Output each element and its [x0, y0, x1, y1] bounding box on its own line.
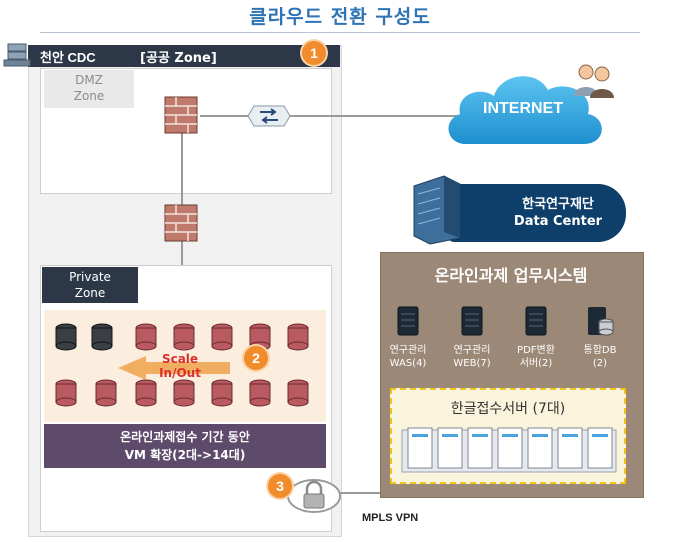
page-title: 클라우드 전환 구성도: [249, 6, 431, 28]
firewall-icon: [164, 204, 198, 242]
server-label-web: 연구관리 WEB(7): [453, 345, 491, 369]
server-icon: [461, 306, 483, 336]
dmz-zone-label: DMZ Zone: [44, 70, 134, 108]
vm-pool-icon: [55, 323, 309, 407]
business-system-title: 온라인과제 업무시스템: [434, 266, 588, 285]
network-switch-icon: [247, 105, 291, 127]
datacenter-banner: [448, 184, 626, 242]
users-icon: [574, 64, 614, 98]
step-badge-3: 3: [268, 474, 292, 498]
building-icon: [413, 175, 461, 245]
server-icon: [397, 306, 419, 336]
scale-in-out-label: Scale In/Out: [159, 352, 201, 380]
mpls-vpn-label: MPLS VPN: [362, 512, 419, 524]
server-label-was: 연구관리 WAS(4): [389, 345, 427, 369]
internet-cloud-icon: [448, 76, 602, 144]
server-icon: [525, 306, 547, 336]
blade-servers-icon: [401, 427, 617, 473]
internet-label: INTERNET: [483, 100, 563, 117]
vm-expansion-banner: 온라인과제접수 기간 동안 VM 확장(2대->14대): [44, 424, 326, 468]
public-zone-label: [공공 Zone]: [140, 51, 217, 66]
private-zone-label: Private Zone: [42, 267, 138, 303]
title-divider: [40, 32, 640, 33]
cdc-label: 천안 CDC: [40, 50, 96, 65]
hangul-server-title: 한글접수서버 (7대): [450, 401, 566, 417]
cdc-header-bar: [28, 45, 340, 67]
step-badge-1: 1: [302, 41, 326, 65]
datacenter-label: 한국연구재단 Data Center: [513, 197, 603, 229]
server-label-db: 통합DB (2): [583, 345, 617, 369]
server-rack-icon: [3, 43, 31, 67]
vpn-lock-icon: [287, 479, 341, 513]
step-badge-2: 2: [244, 346, 268, 370]
server-label-pdf: PDF변환 서버(2): [517, 345, 555, 369]
firewall-icon: [164, 96, 198, 134]
database-server-icon: [588, 307, 614, 336]
